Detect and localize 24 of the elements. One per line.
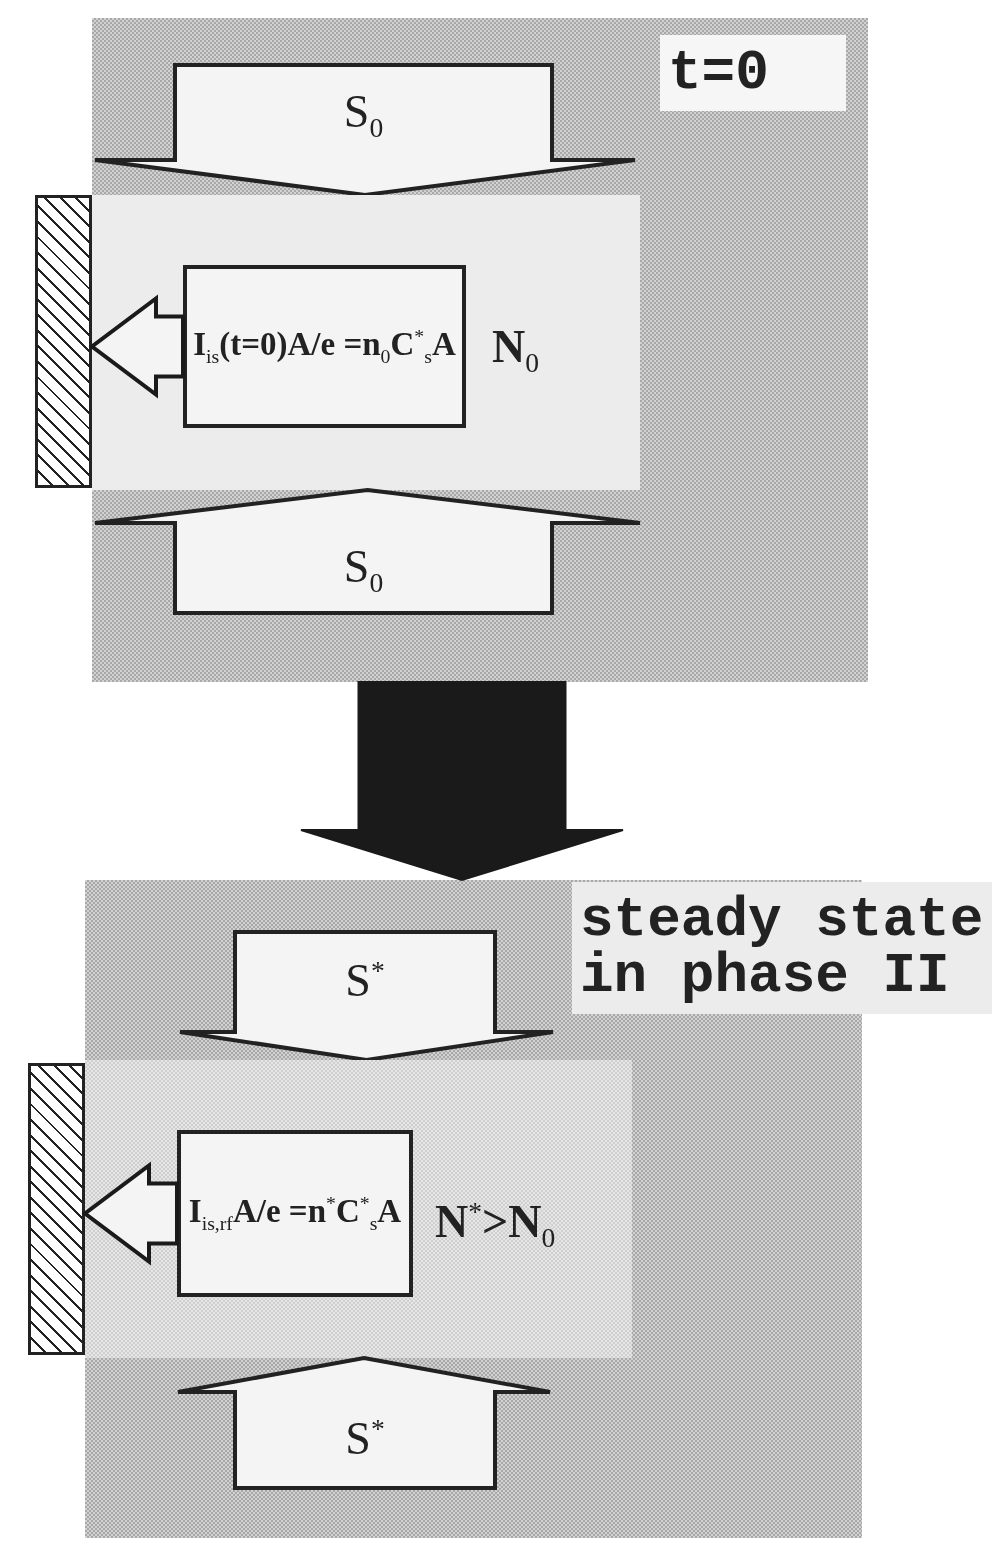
formula-text: I$_{is}$(t=0)A/e =n$_{0}$C$^{*}$$_{s}$A bbox=[193, 324, 456, 369]
hatched-wall bbox=[28, 1063, 85, 1355]
block-arrow bbox=[178, 1358, 550, 1488]
formula-box bbox=[177, 1130, 413, 1297]
block-arrow bbox=[81, 1161, 179, 1266]
block-arrow bbox=[88, 294, 185, 399]
hatched-wall bbox=[35, 195, 92, 488]
arrow-label: S$^{*}$ bbox=[344, 1412, 386, 1466]
block-arrow bbox=[95, 490, 640, 613]
block-arrow bbox=[180, 932, 553, 1060]
panel-heading: steady state in phase II bbox=[572, 882, 992, 1014]
region-label: N$^{*}$>N$_{0}$ bbox=[435, 1195, 556, 1255]
formula-text: I$_{is,rf}$A/e =n$^{*}$C$^{*}$$_{s}$A bbox=[188, 1191, 402, 1236]
arrow-label: S$^{*}$ bbox=[344, 954, 386, 1008]
region-label: N$_{0}$ bbox=[492, 320, 540, 380]
block-arrow bbox=[95, 65, 635, 195]
light-region bbox=[92, 195, 640, 490]
panel-heading: t=0 bbox=[660, 35, 846, 111]
shaded-region bbox=[92, 18, 868, 682]
formula-box bbox=[183, 265, 466, 428]
arrow-label: S$_{0}$ bbox=[342, 84, 385, 145]
light-region bbox=[85, 1060, 632, 1358]
block-arrow bbox=[300, 681, 624, 882]
arrow-label: S$_{0}$ bbox=[342, 540, 385, 600]
